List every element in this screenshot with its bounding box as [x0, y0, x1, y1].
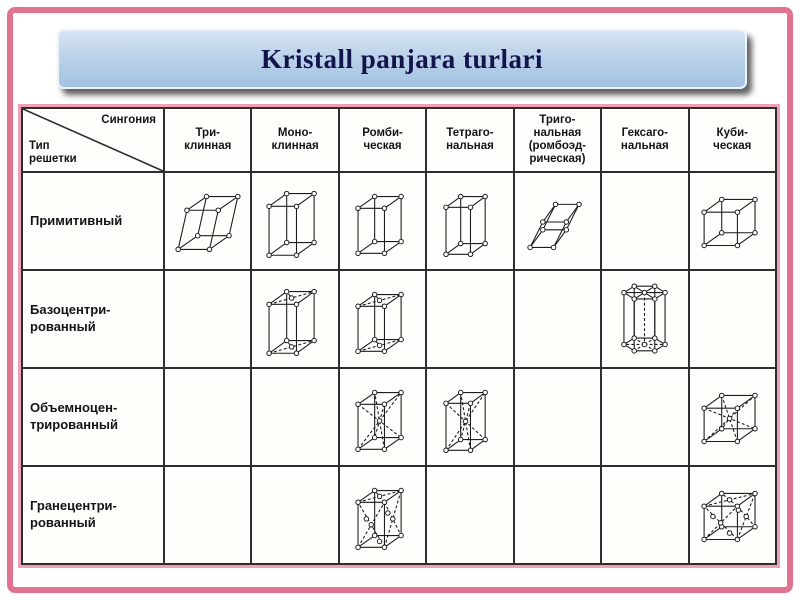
title-box: Kristall panjara turlari	[57, 29, 747, 89]
empty-cell	[162, 367, 253, 467]
row-header-4: Гранецентри- рованный	[21, 465, 165, 565]
diagonal-divider	[23, 109, 163, 171]
lattice-cell-tetragonal-P	[425, 171, 515, 271]
lattice-cell-hexagonal-P	[600, 269, 690, 369]
lattice-diagram-orthorhombic-I	[355, 389, 404, 452]
table-row-1: Примитивный	[21, 171, 778, 271]
lattice-diagram-triclinic-P	[175, 193, 241, 252]
lattice-diagram-cubic-I	[701, 392, 758, 444]
column-header-3: Ромби- ческая	[337, 107, 428, 173]
row-header-1: Примитивный	[21, 171, 165, 271]
empty-cell	[512, 269, 603, 369]
empty-cell	[425, 269, 515, 369]
lattice-cell-orthorhombic-C	[337, 269, 428, 369]
empty-cell	[250, 465, 340, 565]
column-header-2: Моно- клинная	[250, 107, 340, 173]
lattice-diagram-tetragonal-I	[443, 389, 489, 453]
empty-cell	[512, 367, 603, 467]
lattice-cell-cubic-P	[687, 171, 778, 271]
lattice-cell-monoclinic-C	[250, 269, 340, 369]
table-row-2: Базоцентри- рованный	[21, 269, 778, 369]
empty-cell	[600, 367, 690, 467]
lattice-diagram-orthorhombic-C	[355, 291, 404, 354]
empty-cell	[512, 465, 603, 565]
empty-cell	[162, 269, 253, 369]
lattice-diagram-cubic-P	[701, 196, 758, 248]
row-header-3: Объемноцен- трированный	[21, 367, 165, 467]
lattice-diagram-trigonal-R	[527, 201, 582, 250]
lattice-diagram-tetragonal-P	[443, 193, 489, 257]
corner-label-syngony: Сингония	[101, 114, 156, 126]
lattice-cell-cubic-I	[687, 367, 778, 467]
lattice-diagram-orthorhombic-F	[355, 487, 404, 550]
lattice-diagram-hexagonal-P	[621, 282, 669, 354]
empty-cell	[600, 465, 690, 565]
empty-cell	[425, 465, 515, 565]
lattice-cell-triclinic-P	[162, 171, 253, 271]
lattice-diagram-monoclinic-P	[265, 190, 317, 258]
empty-cell	[600, 171, 690, 271]
lattice-diagram-orthorhombic-P	[355, 193, 404, 256]
column-header-6: Гексаго- нальная	[600, 107, 690, 173]
table-row-3: Объемноцен- трированный	[21, 367, 778, 467]
lattice-cell-monoclinic-P	[250, 171, 340, 271]
page-title: Kristall panjara turlari	[261, 43, 543, 74]
lattice-diagram-monoclinic-C	[265, 288, 317, 356]
empty-cell	[162, 465, 253, 565]
corner-label-lattice-type: Тип решетки	[29, 139, 77, 165]
lattice-diagram-cubic-F	[701, 490, 758, 542]
lattice-cell-orthorhombic-F	[337, 465, 428, 565]
empty-cell	[687, 269, 778, 369]
lattice-cell-trigonal-R	[512, 171, 603, 271]
column-header-1: Три- клинная	[162, 107, 253, 173]
empty-cell	[250, 367, 340, 467]
lattice-cell-cubic-F	[687, 465, 778, 565]
lattice-cell-tetragonal-I	[425, 367, 515, 467]
column-header-4: Тетраго- нальная	[425, 107, 515, 173]
table-row-4: Гранецентри- рованный	[21, 465, 778, 565]
lattice-cell-orthorhombic-I	[337, 367, 428, 467]
row-header-2: Базоцентри- рованный	[21, 269, 165, 369]
column-header-5: Триго- нальная (ромбоэд- рическая)	[512, 107, 603, 173]
column-header-7: Куби- ческая	[687, 107, 778, 173]
lattice-cell-orthorhombic-P	[337, 171, 428, 271]
